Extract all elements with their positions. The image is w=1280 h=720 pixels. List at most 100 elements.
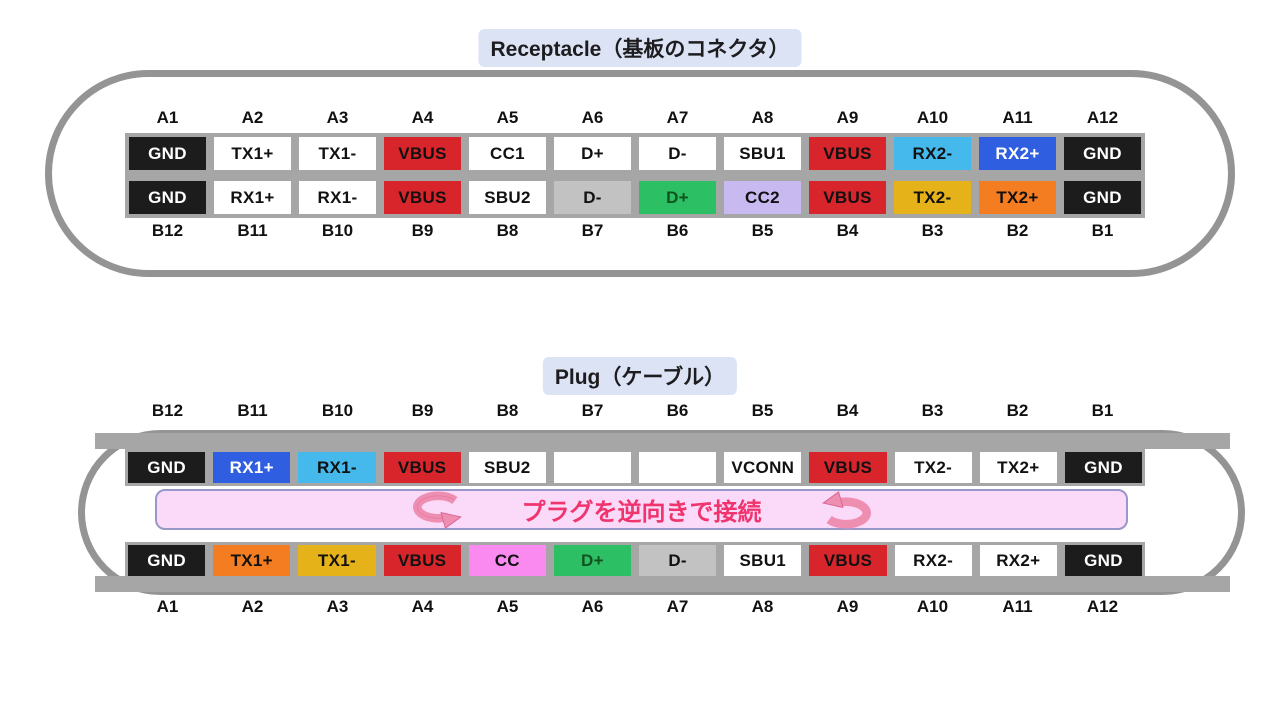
pin-gnd: GND	[1064, 452, 1143, 483]
pin-tx1+: TX1+	[213, 545, 291, 576]
pin-gnd: GND	[129, 181, 206, 214]
pin-number-a3: A3	[326, 108, 349, 127]
pin-number-a5: A5	[496, 597, 519, 616]
pin-number-a4: A4	[411, 597, 434, 616]
pin-d-: D-	[554, 181, 631, 214]
pin-number-b4: B4	[836, 221, 859, 240]
pin-tx1+: TX1+	[214, 137, 291, 170]
pin-d+: D+	[553, 545, 632, 576]
pin-vbus: VBUS	[383, 452, 461, 483]
pin-number-b1: B1	[1091, 401, 1114, 420]
pin-number-b3: B3	[921, 221, 944, 240]
pin-number-b3: B3	[921, 401, 944, 420]
pin-rx2+: RX2+	[979, 545, 1057, 576]
pin-number-a6: A6	[581, 108, 604, 127]
pin-number-b6: B6	[666, 221, 689, 240]
pin-number-a1: A1	[156, 597, 179, 616]
pin-number-b1: B1	[1091, 221, 1114, 240]
pin-rx1+: RX1+	[214, 181, 291, 214]
pin-rx1-: RX1-	[298, 452, 376, 483]
pin-gnd: GND	[128, 545, 206, 576]
pin-number-b2: B2	[1006, 401, 1029, 420]
pin-number-b4: B4	[836, 401, 859, 420]
pin-number-b12: B12	[151, 401, 184, 420]
pin-number-a8: A8	[751, 597, 774, 616]
pin-number-b7: B7	[581, 221, 604, 240]
pin-empty	[553, 452, 632, 483]
pin-number-b10: B10	[321, 401, 354, 420]
pin-d-: D-	[639, 137, 716, 170]
pin-number-b12: B12	[151, 221, 184, 240]
pin-number-b5: B5	[751, 221, 774, 240]
pin-vbus: VBUS	[809, 181, 886, 214]
plug-shell-top-bar	[95, 433, 1230, 449]
pin-rx2-: RX2-	[894, 545, 972, 576]
pin-vbus: VBUS	[809, 545, 887, 576]
pin-sbu1: SBU1	[724, 545, 802, 576]
pin-sbu2: SBU2	[469, 181, 546, 214]
pin-number-a12: A12	[1086, 597, 1119, 616]
pin-number-a11: A11	[1002, 597, 1033, 616]
pin-tx2+: TX2+	[979, 181, 1056, 214]
pin-cc: CC	[468, 545, 546, 576]
pin-number-a3: A3	[326, 597, 349, 616]
pin-d+: D+	[639, 181, 716, 214]
pin-empty	[639, 452, 717, 483]
pin-rx2-: RX2-	[894, 137, 971, 170]
pin-number-a5: A5	[496, 108, 519, 127]
pin-rx2+: RX2+	[979, 137, 1056, 170]
pin-number-a9: A9	[836, 108, 859, 127]
pin-number-a10: A10	[916, 597, 949, 616]
pin-tx2-: TX2-	[894, 452, 972, 483]
pin-sbu2: SBU2	[468, 452, 546, 483]
pin-gnd: GND	[1064, 181, 1141, 214]
pin-number-b5: B5	[751, 401, 774, 420]
pin-number-a10: A10	[916, 108, 949, 127]
pin-number-a8: A8	[751, 108, 774, 127]
pin-vbus: VBUS	[809, 452, 887, 483]
pin-number-b9: B9	[411, 221, 434, 240]
pin-number-a11: A11	[1002, 108, 1033, 127]
plug-shell-bottom-bar	[95, 576, 1230, 592]
pin-number-a7: A7	[666, 597, 689, 616]
receptacle-outline	[45, 70, 1235, 277]
pin-rx1-: RX1-	[299, 181, 376, 214]
pin-tx1-: TX1-	[298, 545, 376, 576]
pin-vbus: VBUS	[809, 137, 886, 170]
pin-number-a2: A2	[241, 597, 264, 616]
plug-title: Plug（ケーブル）	[542, 357, 738, 395]
pin-vconn: VCONN	[724, 452, 802, 483]
pin-gnd: GND	[129, 137, 206, 170]
pin-gnd: GND	[1064, 545, 1143, 576]
pin-number-a2: A2	[241, 108, 264, 127]
pin-number-b11: B11	[237, 401, 268, 420]
pin-vbus: VBUS	[383, 545, 461, 576]
pin-number-b9: B9	[411, 401, 434, 420]
receptacle-title: Receptacle（基板のコネクタ）	[478, 29, 802, 67]
pin-d+: D+	[554, 137, 631, 170]
pin-number-a7: A7	[666, 108, 689, 127]
pin-d-: D-	[639, 545, 717, 576]
rotate-arrow-icon	[412, 491, 462, 529]
pin-cc2: CC2	[724, 181, 801, 214]
pin-number-a6: A6	[581, 597, 604, 616]
pin-number-a4: A4	[411, 108, 434, 127]
pin-number-a1: A1	[156, 108, 179, 127]
reverse-connection-band: プラグを逆向きで接続	[155, 489, 1128, 530]
pin-vbus: VBUS	[384, 181, 461, 214]
pin-number-b2: B2	[1006, 221, 1029, 240]
pin-tx2-: TX2-	[894, 181, 971, 214]
pin-number-b8: B8	[496, 401, 519, 420]
reverse-connection-label: プラグを逆向きで接続	[521, 499, 762, 526]
pin-number-b10: B10	[321, 221, 354, 240]
